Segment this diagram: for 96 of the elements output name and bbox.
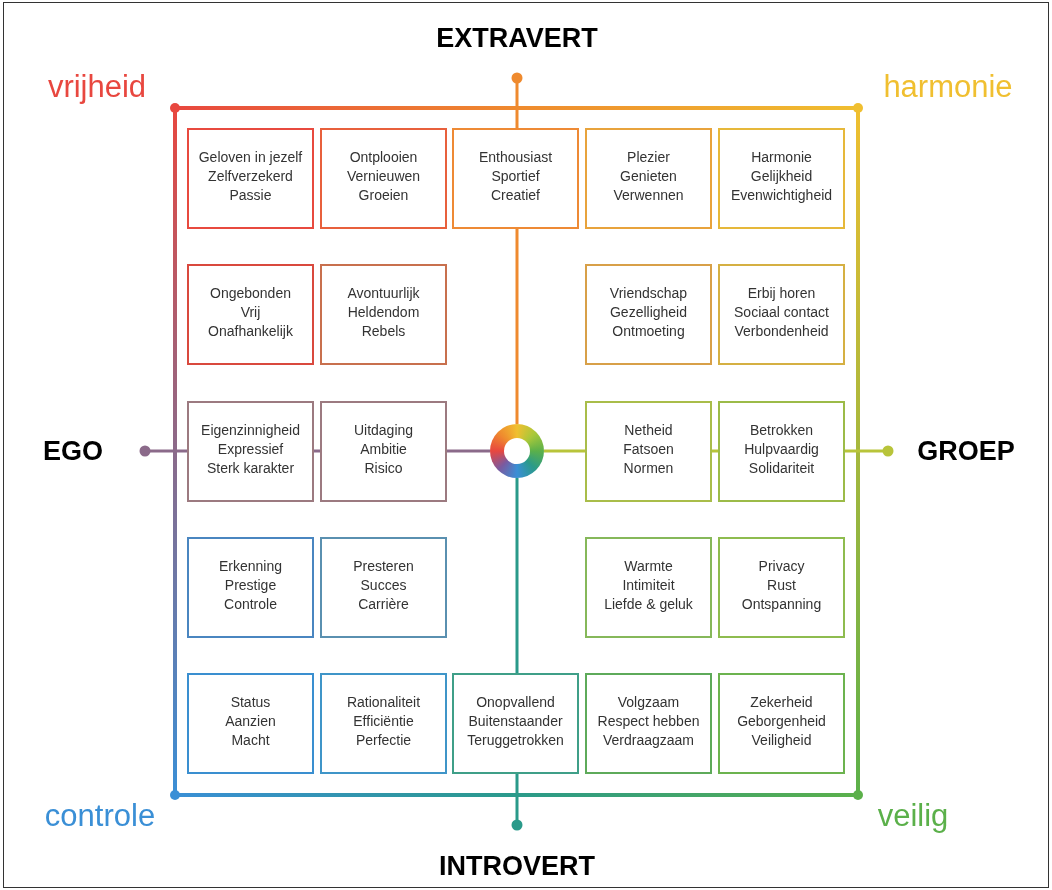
value-text: Erkenning (218, 557, 282, 576)
value-text: Erbij horen (747, 284, 816, 303)
value-text: Sportief (491, 167, 540, 186)
axis-label: harmonie (883, 70, 1013, 102)
value-text: Groeien (358, 186, 409, 205)
value-text: Gezelligheid (609, 303, 688, 322)
value-text: Controle (224, 595, 277, 614)
value-text: Zelfverzekerd (208, 167, 293, 186)
value-text: Solidariteit (748, 459, 815, 478)
value-box (320, 537, 447, 638)
value-text: Privacy (758, 557, 805, 576)
value-text: Creatief (491, 186, 540, 205)
value-text: Status (230, 693, 271, 712)
axis-label: veilig (877, 799, 949, 831)
value-text: Sterk karakter (206, 459, 295, 478)
value-text: Avontuurlijk (347, 284, 420, 303)
value-text: Aanzien (225, 712, 276, 731)
value-text: Zekerheid (750, 693, 813, 712)
value-text: Respect hebben (597, 712, 700, 731)
axis-label: INTROVERT (439, 852, 595, 880)
value-text: Warmte (624, 557, 673, 576)
axis-label: EGO (43, 437, 103, 465)
value-box (187, 128, 314, 229)
value-text: Fatsoen (623, 440, 674, 459)
value-text: Volgzaam (617, 693, 680, 712)
value-text: Sociaal contact (734, 303, 829, 322)
value-text: Rationaliteit (346, 693, 421, 712)
value-box (320, 264, 447, 365)
value-text: Enthousiast (478, 148, 553, 167)
value-box (718, 264, 845, 365)
axis-label: EXTRAVERT (436, 24, 598, 52)
value-text: Evenwichtigheid (730, 186, 833, 205)
axis-label: GROEP (917, 437, 1015, 465)
value-text: Onopvallend (476, 693, 555, 712)
value-box (585, 128, 712, 229)
value-text: Presteren (353, 557, 414, 576)
value-text: Liefde & geluk (604, 595, 693, 614)
value-box (585, 264, 712, 365)
value-text: Perfectie (355, 731, 412, 750)
value-text: Ontmoeting (612, 322, 685, 341)
axis-label: controle (44, 799, 156, 831)
value-text: Teruggetrokken (467, 731, 564, 750)
value-box (718, 537, 845, 638)
value-text: Succes (360, 576, 407, 595)
value-text: Efficiëntie (353, 712, 414, 731)
value-text: Vernieuwen (346, 167, 421, 186)
value-text: Betrokken (749, 421, 813, 440)
value-box (585, 401, 712, 502)
value-box (187, 264, 314, 365)
value-text: Ontplooien (349, 148, 418, 167)
value-text: Carrière (358, 595, 409, 614)
value-box (187, 537, 314, 638)
value-text: Harmonie (751, 148, 812, 167)
value-text: Verbondenheid (734, 322, 829, 341)
value-box (320, 673, 447, 774)
value-box (187, 401, 314, 502)
value-box (585, 673, 712, 774)
value-text: Macht (231, 731, 270, 750)
value-text: Geborgenheid (737, 712, 826, 731)
value-text: Risico (364, 459, 403, 478)
value-text: Eigenzinnigheid (201, 421, 300, 440)
value-text: Hulpvaardig (744, 440, 819, 459)
value-text: Heldendom (347, 303, 420, 322)
axis-label: vrijheid (47, 70, 147, 102)
value-text: Passie (229, 186, 272, 205)
value-text: Plezier (627, 148, 670, 167)
value-text: Genieten (620, 167, 677, 186)
value-text: Verdraagzaam (602, 731, 695, 750)
value-text: Expressief (217, 440, 284, 459)
value-text: Ongebonden (210, 284, 291, 303)
value-text: Geloven in jezelf (198, 148, 303, 167)
value-text: Ambitie (360, 440, 407, 459)
value-text: Veiligheid (751, 731, 812, 750)
value-text: Onafhankelijk (208, 322, 293, 341)
value-box (585, 537, 712, 638)
value-text: Verwennen (613, 186, 684, 205)
value-text: Rebels (361, 322, 406, 341)
value-text: Vrij (240, 303, 261, 322)
value-box (320, 401, 447, 502)
value-box (187, 673, 314, 774)
value-text: Intimiteit (622, 576, 675, 595)
value-text: Normen (623, 459, 674, 478)
value-text: Buitenstaander (468, 712, 563, 731)
value-box (718, 128, 845, 229)
value-box (320, 128, 447, 229)
value-text: Netheid (624, 421, 673, 440)
value-box (718, 401, 845, 502)
value-box (718, 673, 845, 774)
value-box (452, 673, 579, 774)
value-box (452, 128, 579, 229)
value-text: Rust (767, 576, 796, 595)
value-text: Uitdaging (353, 421, 414, 440)
value-text: Gelijkheid (750, 167, 813, 186)
value-text: Ontspanning (741, 595, 822, 614)
value-text: Vriendschap (609, 284, 688, 303)
value-text: Prestige (224, 576, 277, 595)
